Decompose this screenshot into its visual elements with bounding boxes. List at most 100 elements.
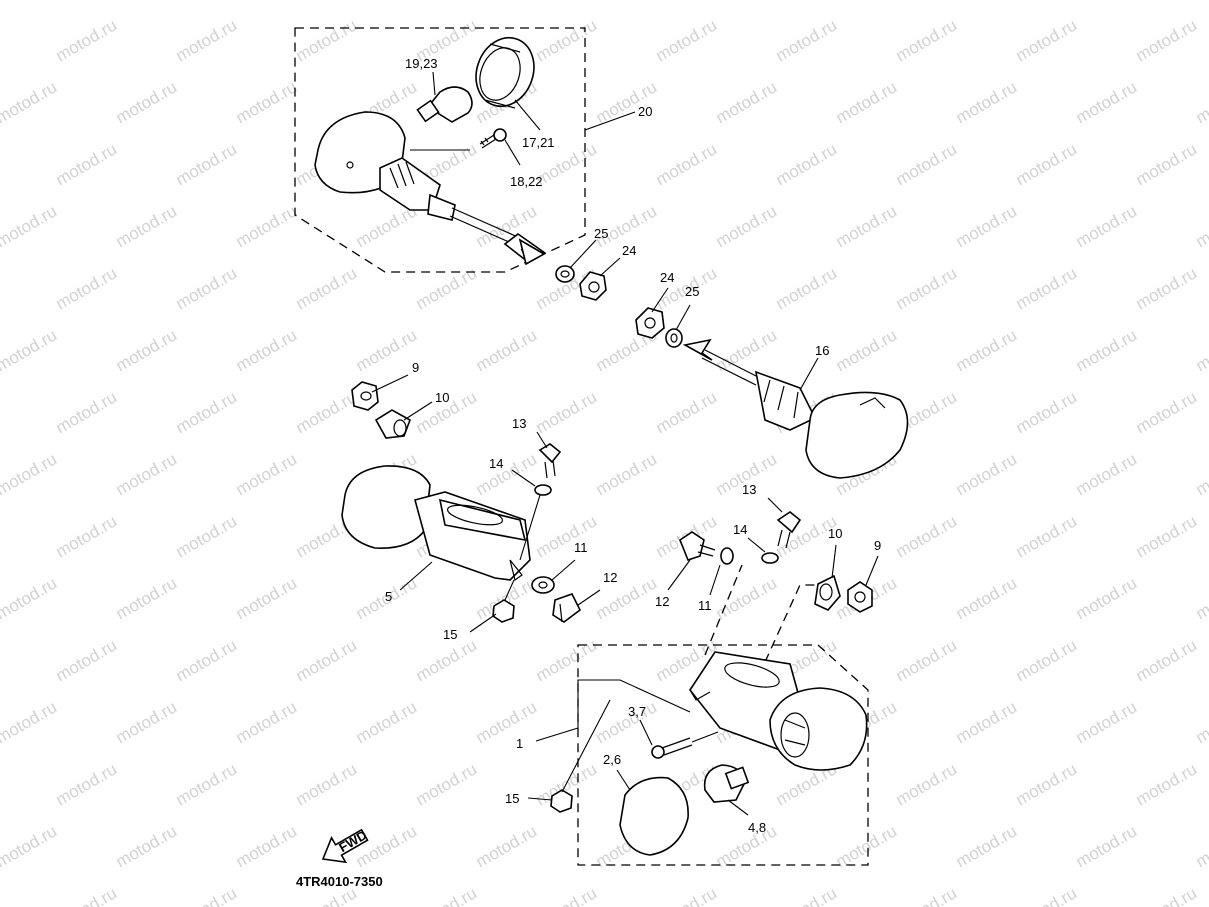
watermark-text: motod.ru — [113, 821, 181, 871]
lens-17-21 — [475, 36, 535, 109]
watermark-text: motod.ru — [113, 201, 181, 251]
callout-10-left: 10 — [435, 390, 449, 405]
watermark-text: motod.ru — [1193, 573, 1209, 623]
drawing-code: 4TR4010-7350 — [296, 874, 383, 889]
leader-12-right — [667, 559, 691, 591]
watermark-text: motod.ru — [173, 759, 241, 809]
watermark-text: motod.ru — [413, 263, 481, 313]
callout-20: 20 — [638, 104, 652, 119]
leader-18-22 — [504, 139, 521, 166]
leader-24-right — [651, 287, 669, 313]
watermark-text: motod.ru — [1133, 511, 1201, 561]
callout-1: 1 — [516, 736, 523, 751]
leader-4-8 — [727, 799, 749, 816]
watermark-text: motod.ru — [0, 77, 60, 127]
watermark-text: motod.ru — [833, 0, 901, 3]
watermark-text: motod.ru — [233, 449, 301, 499]
leader-14-to-bracket — [519, 494, 541, 561]
watermark-text: motod.ru — [1013, 263, 1081, 313]
watermark-text: motod.ru — [1073, 325, 1141, 375]
watermark-text: motod.ru — [1013, 635, 1081, 685]
watermark-text: motod.ru — [53, 635, 121, 685]
lens-2-6 — [619, 776, 689, 856]
leader-11-left — [551, 559, 576, 581]
watermark-text: motod.ru — [893, 635, 961, 685]
watermark-text: motod.ru — [1073, 573, 1141, 623]
dashed-guide-10 — [764, 584, 820, 663]
leader-15-left — [469, 613, 497, 633]
watermark-text: motod.ru — [1193, 449, 1209, 499]
watermark-text: motod.ru — [1133, 387, 1201, 437]
watermark-text: motod.ru — [653, 15, 721, 65]
callout-12-left: 12 — [603, 570, 617, 585]
watermark-text: motod.ru — [1133, 883, 1201, 907]
watermark-text: motod.ru — [233, 325, 301, 375]
watermark-text: motod.ru — [113, 697, 181, 747]
washer-25-right — [665, 328, 683, 348]
watermark-text: motod.ru — [593, 77, 661, 127]
watermark-text: motod.ru — [953, 201, 1021, 251]
watermark-text: motod.ru — [53, 263, 121, 313]
watermark-text: motod.ru — [893, 15, 961, 65]
callout-15-right: 15 — [505, 791, 519, 806]
callout-25-right: 25 — [685, 284, 699, 299]
watermark-text: motod.ru — [1193, 77, 1209, 127]
leader-1 — [535, 679, 691, 742]
leader-14-left — [511, 469, 536, 487]
watermark-text: motod.ru — [773, 263, 841, 313]
leader-14-right — [747, 537, 766, 553]
leader-15-right-to-bracket — [561, 699, 611, 793]
leader-3-7 — [639, 719, 653, 746]
watermark-text: motod.ru — [833, 325, 901, 375]
watermark-text: motod.ru — [53, 759, 121, 809]
watermark-text: motod.ru — [53, 511, 121, 561]
leader-9-right — [865, 555, 879, 586]
watermark-text: motod.ru — [473, 449, 541, 499]
watermark-text: motod.ru — [173, 511, 241, 561]
watermark-text: motod.ru — [533, 511, 601, 561]
watermark-text: motod.ru — [893, 759, 961, 809]
watermark-text: motod.ru — [953, 77, 1021, 127]
washer-14-left — [534, 484, 552, 496]
leader-25-right — [675, 304, 691, 331]
callout-4-8: 4,8 — [748, 820, 766, 835]
callout-9-right: 9 — [874, 538, 881, 553]
watermark-text: motod.ru — [893, 139, 961, 189]
watermark-text: motod.ru — [1073, 0, 1141, 3]
washer-11-right — [720, 547, 734, 565]
bolt-12-left — [552, 593, 582, 623]
assembly-20-dashed-outline — [294, 27, 586, 273]
collar-10-left — [374, 409, 411, 439]
watermark-text: motod.ru — [53, 387, 121, 437]
callout-14-right: 14 — [733, 522, 747, 537]
watermark-text: motod.ru — [113, 77, 181, 127]
nut-9-left — [351, 381, 379, 411]
watermark-text: motod.ru — [1193, 821, 1209, 871]
leader-16 — [799, 357, 819, 391]
leader-15-right — [527, 797, 553, 801]
watermark-text: motod.ru — [953, 449, 1021, 499]
callout-14-left: 14 — [489, 456, 503, 471]
watermark-text: motod.ru — [1073, 449, 1141, 499]
callout-9-left: 9 — [412, 360, 419, 375]
watermark-text: motod.ru — [1073, 201, 1141, 251]
watermark-text: motod.ru — [1193, 201, 1209, 251]
watermark-text: motod.ru — [113, 0, 181, 3]
leader-17-21 — [514, 99, 541, 131]
callout-10-right: 10 — [828, 526, 842, 541]
watermark-text: motod.ru — [233, 77, 301, 127]
watermark-text: motod.ru — [0, 0, 60, 3]
watermark-text: motod.ru — [1013, 511, 1081, 561]
callout-2-6: 2,6 — [603, 752, 621, 767]
watermark-text: motod.ru — [653, 387, 721, 437]
watermark-text: motod.ru — [833, 821, 901, 871]
watermark-text: motod.ru — [233, 0, 301, 3]
watermark-text: motod.ru — [1073, 77, 1141, 127]
leader-12-left — [577, 589, 601, 606]
watermark-text: motod.ru — [773, 139, 841, 189]
watermark-text: motod.ru — [293, 759, 361, 809]
watermark-text: motod.ru — [1133, 263, 1201, 313]
bulb-19-23 — [416, 86, 473, 123]
leader-19-23 — [432, 71, 436, 96]
